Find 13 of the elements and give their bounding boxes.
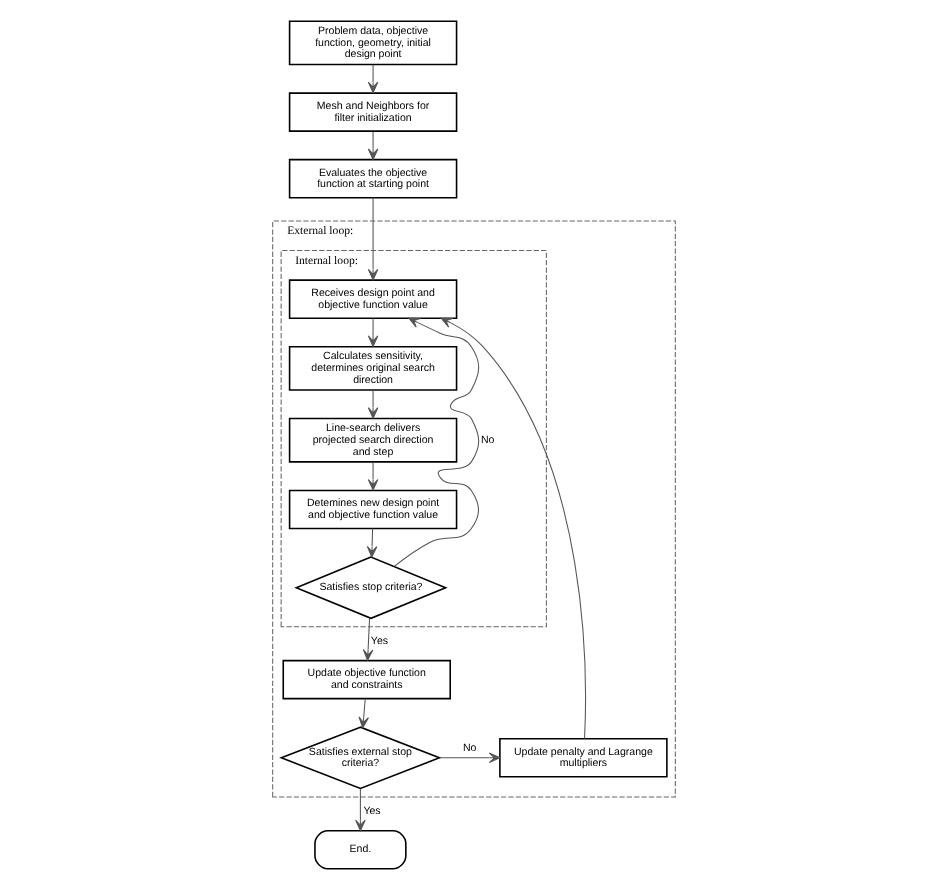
arrow <box>439 752 501 764</box>
arrow <box>367 130 379 161</box>
arrow <box>366 528 378 558</box>
arrow <box>393 317 480 567</box>
arrow <box>355 788 366 832</box>
arrow <box>358 698 369 729</box>
arrow <box>367 197 379 281</box>
arrow <box>367 64 379 94</box>
arrow <box>367 317 379 347</box>
arrow <box>362 617 374 661</box>
arrow <box>440 317 586 739</box>
arrow <box>367 389 379 419</box>
arrow <box>367 461 379 491</box>
